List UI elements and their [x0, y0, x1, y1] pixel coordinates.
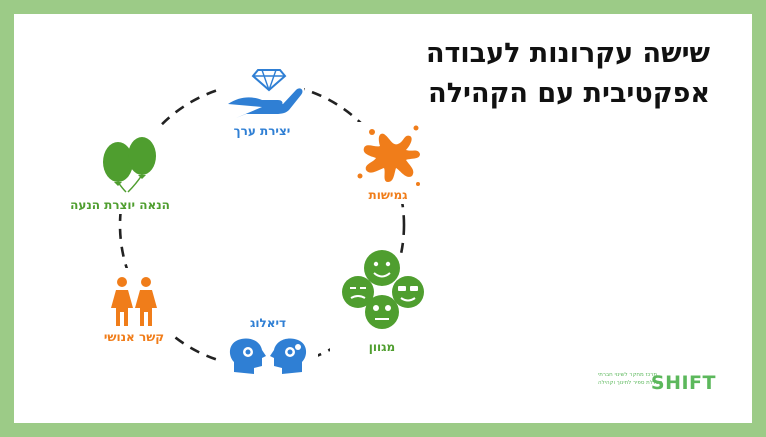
faces-icon [342, 250, 424, 329]
principle-label-human-connection: קשר אנושי [103, 330, 165, 344]
principle-label-value: יצירת ערך [233, 124, 291, 138]
two-people-icon [111, 277, 157, 326]
logo-tagline-1: מרכז מחקר לשינוי חברתי [598, 372, 658, 378]
logo-tagline-2: מכללת ספיר לחינוך וקהילה [598, 380, 663, 386]
logo-name: SHIFT [650, 372, 716, 394]
title-line-1: שישה עקרונות לעבודה [425, 38, 710, 69]
shift-logo: מרכז מחקר לשינוי חברתי מכללת ספיר לחינוך… [590, 368, 730, 398]
page-title: שישה עקרונות לעבודה אפקטיבית עם הקהילה [370, 34, 710, 114]
title-line-2: אפקטיבית עם הקהילה [428, 78, 710, 109]
splash-icon [357, 125, 420, 186]
thinking-heads-icon [229, 338, 307, 374]
principle-label-diversity: מגוון [368, 340, 396, 354]
diamond-hand-icon [228, 69, 303, 118]
principle-label-dialogue: דיאלוג [249, 316, 287, 330]
principle-label-fun-motivation: הנאה יוצרת הנעה [70, 198, 170, 212]
principle-label-flexibility: גמישות [368, 188, 408, 202]
balloons-icon [103, 137, 156, 193]
